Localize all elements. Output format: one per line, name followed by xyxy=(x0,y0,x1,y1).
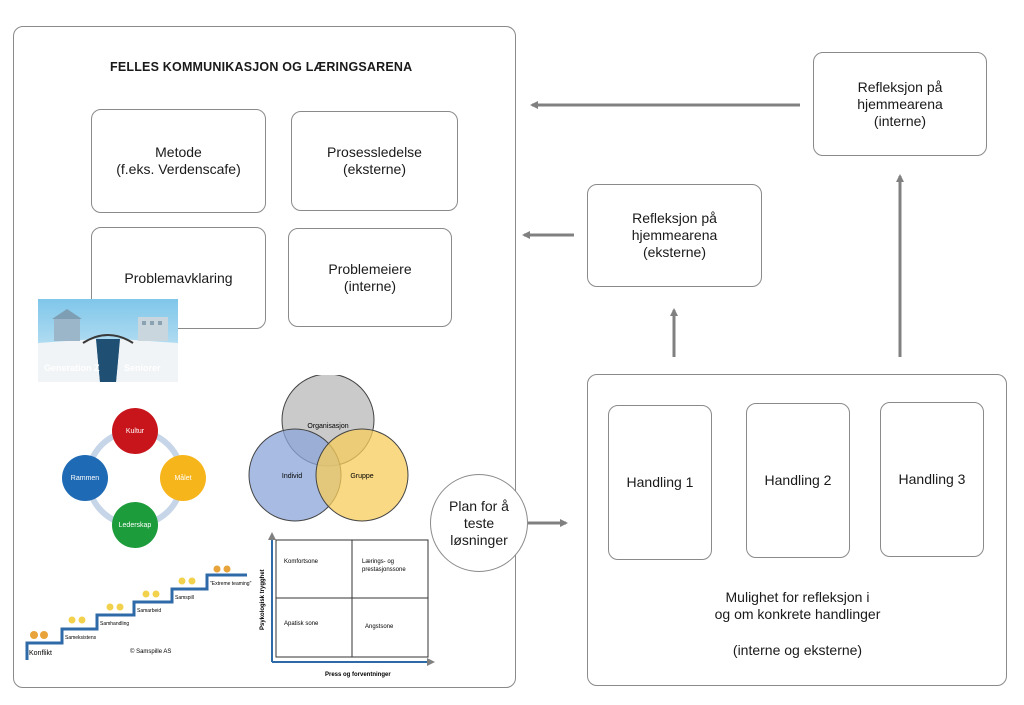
organisation-label: Organisasjon xyxy=(307,423,348,430)
step-coexistence-label: Sameksistens xyxy=(65,635,97,641)
stairs-credit: © Samspille AS xyxy=(130,648,171,655)
goal-label: Målet xyxy=(174,474,191,482)
x-axis-label: Press og forventninger xyxy=(325,672,391,678)
action-2-box: Handling 2 xyxy=(746,403,850,558)
reflection-external-box: Refleksjon på hjemmearena (eksterne) xyxy=(587,184,762,287)
group-circle xyxy=(315,428,409,522)
quadrant-diagram: Komfortsone Lærings- og prestasjonssone … xyxy=(260,532,435,678)
step-extreme-teaming-label: "Extreme teaming" xyxy=(210,581,252,587)
anxiety-zone-label: Angstsone xyxy=(365,624,394,630)
learning-zone-line-2: prestasjonssone xyxy=(362,567,406,573)
culture-label: Kultur xyxy=(126,428,145,435)
step-conflict-label: Konflikt xyxy=(29,650,52,657)
method-box: Metode (f.eks. Verdenscafe) xyxy=(91,109,266,213)
reflection-internal-box: Refleksjon på hjemmearena (interne) xyxy=(813,52,987,156)
generation-z-label: Generation Z xyxy=(44,363,100,373)
main-arena-title: FELLES KOMMUNIKASJON OG LÆRINGSARENA xyxy=(110,60,413,74)
seniors-label: Seniorer xyxy=(124,363,161,373)
step-cooperation-label: Samarbeid xyxy=(137,608,161,614)
action-3-box: Handling 3 xyxy=(880,402,984,557)
venn-diagram: Organisasjon Individ Gruppe xyxy=(248,375,409,522)
leadership-node xyxy=(112,502,158,548)
problem-owners-box: Problemeiere (interne) xyxy=(288,228,452,327)
stairs-diagram: Konflikt Sameksistens Samhandling Samarb… xyxy=(25,565,252,660)
actions-caption-sub: (interne og eksterne) xyxy=(732,641,863,658)
learning-zone-line-1: Lærings- og xyxy=(362,559,394,565)
culture-cycle-diagram: Kultur Rammen Målet Lederskap xyxy=(62,408,206,548)
goal-node xyxy=(160,455,206,501)
figures-icon xyxy=(30,565,231,639)
individual-label: Individ xyxy=(282,473,302,480)
group-label: Gruppe xyxy=(350,473,373,480)
y-axis-label: Psykologisk trygghet xyxy=(260,569,266,630)
generation-illustration: Generation Z Seniorer xyxy=(38,299,178,382)
culture-node xyxy=(112,408,158,454)
step-interaction-label: Samhandling xyxy=(100,621,129,627)
apathy-zone-label: Apatisk sone xyxy=(284,621,319,627)
actions-caption: Mulighet for refleksjon i og om konkrete… xyxy=(714,589,881,622)
step-interplay-label: Samspill xyxy=(175,595,194,601)
leadership-label: Lederskap xyxy=(119,522,152,529)
learning-zone-label: Lærings- og prestasjonssone xyxy=(362,559,406,573)
process-lead-box: Prosessledelse (eksterne) xyxy=(291,111,458,211)
frame-label: Rammen xyxy=(71,475,100,482)
plan-circle: Plan for å teste løsninger xyxy=(430,474,528,572)
action-1-box: Handling 1 xyxy=(608,405,712,560)
frame-node xyxy=(62,455,108,501)
comfort-zone-label: Komfortsone xyxy=(284,559,319,565)
